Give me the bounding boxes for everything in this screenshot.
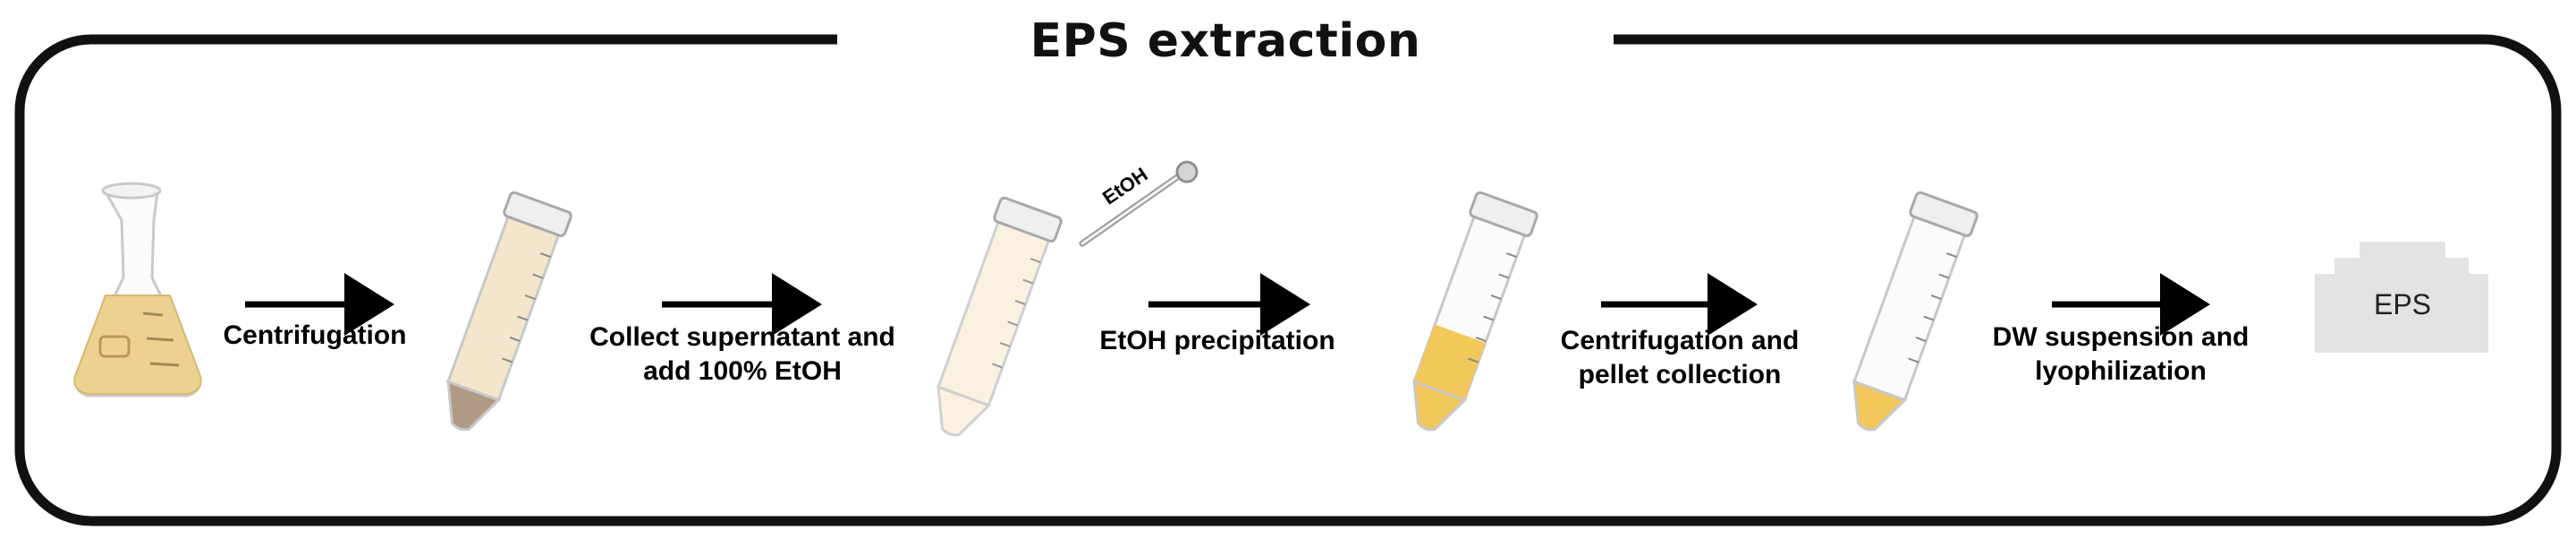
step-4-label: Centrifugation and pellet collection (1540, 324, 1819, 392)
step-1-text: Centrifugation (223, 321, 407, 350)
step-2-line-1: Collect supernatant and (589, 322, 895, 352)
step-4-line-1: Centrifugation and (1560, 326, 1800, 355)
step-5-line-2: lyophilization (2035, 356, 2207, 386)
step-5-label: DW suspension and lyophilization (1973, 321, 2268, 389)
tube-ethanol-icon (936, 196, 1063, 437)
tube-with-pellet-icon (446, 191, 572, 432)
eps-product-label: EPS (2373, 288, 2432, 321)
tube-collected-pellet-icon (1852, 191, 1979, 432)
page-title: EPS extraction (837, 7, 1614, 75)
step-2-label: Collect supernatant and add 100% EtOH (555, 321, 930, 389)
step-5-line-1: DW suspension and (1992, 322, 2250, 352)
process-frame (14, 34, 2562, 526)
step-3-text: EtOH precipitation (1099, 326, 1335, 355)
step-2-line-2: add 100% EtOH (643, 356, 842, 386)
step-4-line-2: pellet collection (1578, 360, 1782, 389)
tube-precipitate-icon (1412, 191, 1538, 432)
step-1-label: Centrifugation (208, 319, 422, 353)
flask-culture-icon (73, 182, 202, 397)
step-3-label: EtOH precipitation (1079, 324, 1356, 358)
eps-product-shape (2315, 242, 2488, 353)
dropper-pipette-icon (1079, 160, 1199, 247)
